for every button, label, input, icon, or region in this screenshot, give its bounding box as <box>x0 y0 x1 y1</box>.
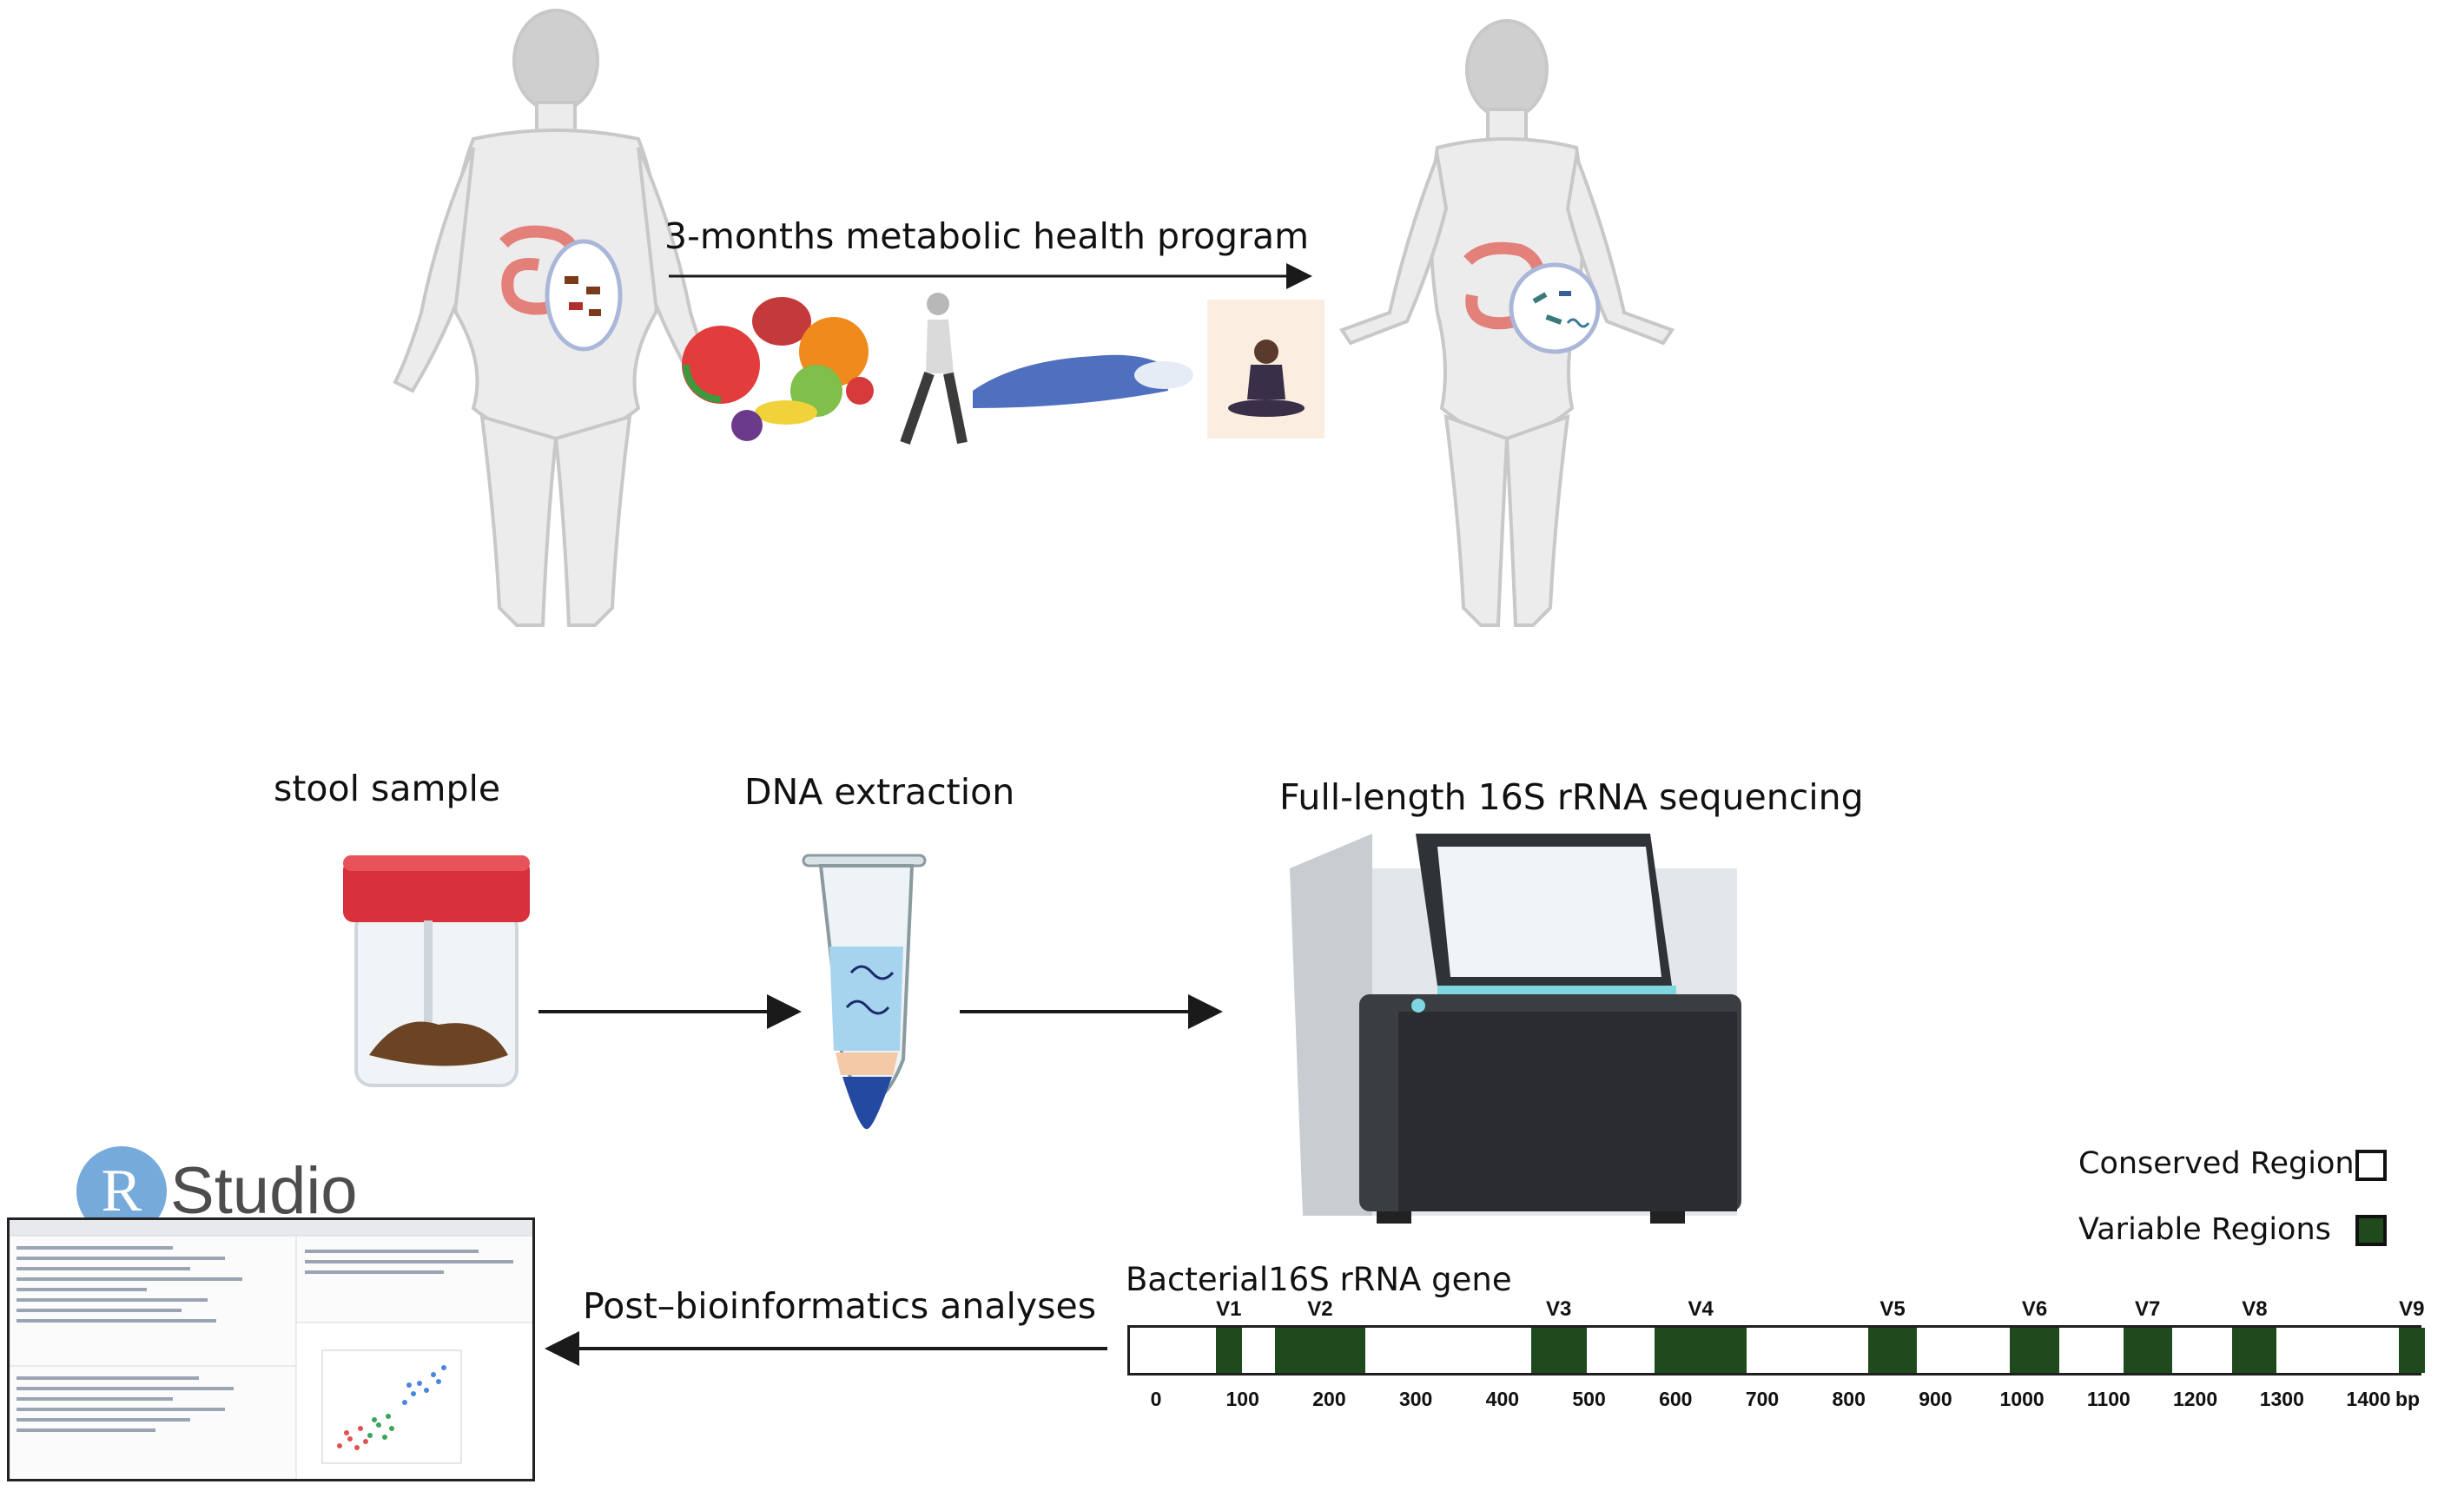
tick-300: 300 <box>1398 1388 1433 1410</box>
region-label-v2: V2 <box>1307 1297 1333 1321</box>
gene-title: Bacterial16S rRNA gene <box>1126 1261 1512 1298</box>
region-label-v9: V9 <box>2399 1297 2425 1321</box>
region-label-v1: V1 <box>1216 1297 1242 1321</box>
region-label-v3: V3 <box>1545 1297 1572 1321</box>
tick-1100: 1100 <box>2086 1388 2130 1410</box>
sleeping-person-icon <box>973 354 1193 408</box>
walking-person-icon <box>900 293 968 445</box>
stool-sample-label: stool sample <box>274 768 501 809</box>
tick-100: 100 <box>1225 1388 1259 1410</box>
food-icon <box>682 297 874 441</box>
tick-700: 700 <box>1745 1388 1780 1410</box>
variable-region-v8 <box>2232 1328 2277 1373</box>
tick-0: 0 <box>1150 1388 1162 1410</box>
variable-region-v9 <box>2398 1328 2425 1373</box>
dna-extraction-label: DNA extraction <box>744 771 1015 813</box>
tick-1000: 1000 <box>1999 1388 2045 1410</box>
variable-region-v7 <box>2123 1328 2172 1373</box>
sequencer-icon <box>1290 834 1741 1224</box>
legend-variable-swatch <box>2355 1215 2387 1246</box>
tick-500: 500 <box>1572 1388 1606 1410</box>
tick-900: 900 <box>1919 1388 1952 1410</box>
dna-tube-icon <box>802 854 927 1130</box>
tick-1300: 1300 <box>2259 1388 2304 1410</box>
variable-region-v2 <box>1274 1328 1366 1373</box>
variable-region-v4 <box>1655 1328 1747 1373</box>
variable-region-v6 <box>2010 1328 2059 1373</box>
region-label-v5: V5 <box>1879 1297 1906 1321</box>
legend-variable-label: Variable Regions <box>2078 1212 2331 1247</box>
tick-800: 800 <box>1832 1388 1866 1410</box>
meditation-icon <box>1207 300 1324 439</box>
human-figure-before-icon <box>393 9 719 627</box>
stool-jar-icon <box>343 855 530 1087</box>
rstudio-window-preview <box>10 1220 532 1479</box>
tick-1400: 1400 <box>2346 1388 2391 1410</box>
microbiome-before-icon <box>545 239 623 352</box>
post-bioinformatics-label: Post–bioinformatics analyses <box>583 1285 1097 1327</box>
scatter-plot-preview <box>321 1349 462 1464</box>
tick-200: 200 <box>1312 1388 1346 1410</box>
region-label-v7: V7 <box>2135 1297 2161 1321</box>
gene-track <box>1127 1325 2425 1376</box>
sequencing-label: Full-length 16S rRNA sequencing <box>1279 776 1864 818</box>
variable-region-v1 <box>1215 1328 1242 1373</box>
region-label-v4: V4 <box>1688 1297 1714 1321</box>
program-label: 3-months metabolic health program <box>664 215 1310 257</box>
variable-region-v3 <box>1530 1328 1587 1373</box>
region-label-v6: V6 <box>2021 1297 2048 1321</box>
rstudio-logo-text: Studio <box>170 1154 358 1228</box>
legend-conserved-label: Conserved Regions <box>2078 1146 2370 1181</box>
rstudio-window-screenshot <box>7 1217 535 1481</box>
region-label-v8: V8 <box>2242 1297 2268 1321</box>
legend-conserved-swatch <box>2355 1150 2387 1181</box>
tick-1200: 1200 <box>2172 1388 2218 1410</box>
tick-400: 400 <box>1485 1388 1520 1410</box>
variable-region-v5 <box>1867 1328 1918 1373</box>
gene-unit-label: bp <box>2395 1388 2421 1410</box>
human-figure-after-icon <box>1338 19 1675 627</box>
microbiome-after-icon <box>1509 262 1601 354</box>
tick-600: 600 <box>1659 1388 1693 1410</box>
